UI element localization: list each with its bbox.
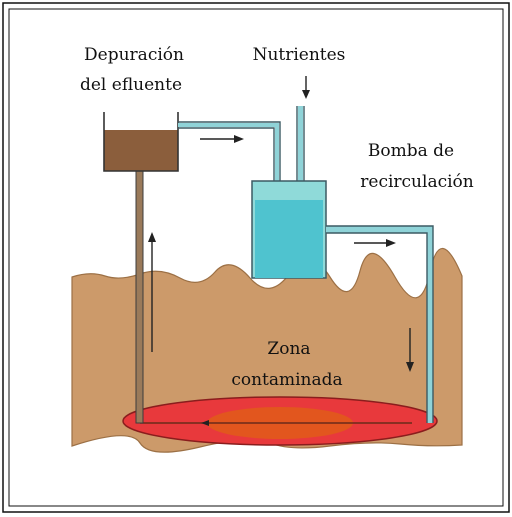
label-pump-line1: Bomba de	[368, 141, 454, 161]
pump-to-injection-pipe	[326, 225, 434, 423]
label-nutrients: Nutrientes	[253, 45, 346, 65]
flow-arrow-right2-head	[386, 239, 396, 247]
inner-border	[8, 8, 504, 507]
pump-inner	[255, 200, 323, 278]
nutrients-pipe-fill	[298, 106, 303, 182]
flow-arrow-right-head	[234, 135, 244, 143]
flow-arrow-bottom	[201, 420, 209, 426]
effluent-tank-fill	[104, 130, 178, 171]
flow-arrow-down-right-head	[406, 362, 414, 372]
label-effluent-line1: Depuración	[84, 45, 184, 65]
label-pump-line2: recirculación	[360, 172, 474, 192]
label-effluent-line2: del efluente	[80, 75, 182, 95]
flow-arrow-down-nutrients-head	[302, 90, 310, 99]
flow-arrow-up-head	[148, 232, 156, 242]
label-zone-line1: Zona	[267, 339, 310, 359]
tank-to-pump-pipe	[178, 121, 281, 181]
extraction-pipe	[135, 170, 144, 424]
tank-to-pump-pipe-fill	[178, 123, 279, 181]
effluent-tank-walls	[103, 112, 179, 172]
label-zone-line2: contaminada	[231, 370, 342, 390]
